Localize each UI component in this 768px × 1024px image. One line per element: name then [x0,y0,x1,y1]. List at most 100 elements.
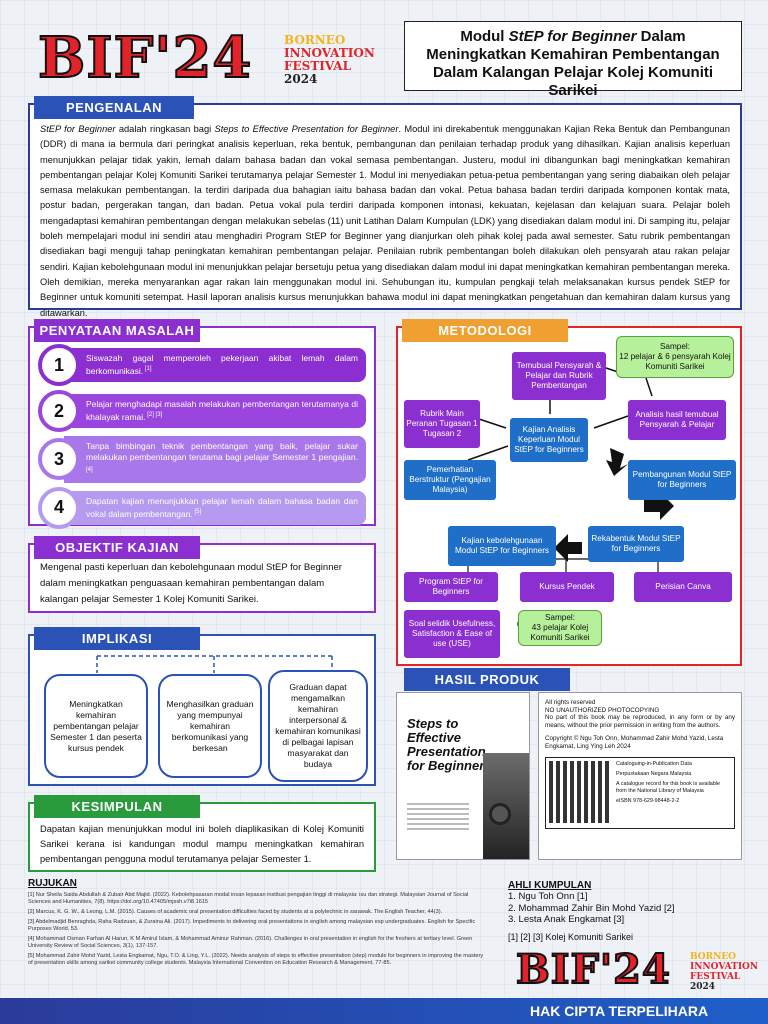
penyataan-item: 2 Pelajar menghadapi masalah melakukan pe… [38,390,366,432]
flow-analisis-hasil: Analisis hasil temubual Pensyarah & Pela… [628,400,726,440]
flow-sampel-2: Sampel: 43 pelajar Kolej Komuniti Sarike… [518,610,602,646]
implikasi-card-2: Menghasilkan graduan yang mempunyai kema… [158,674,262,778]
penyataan-number: 4 [38,486,80,529]
ahli-affil: [1] [2] [3] Kolej Komuniti Sarikei [508,931,634,942]
penyataan-ref: [4] [86,467,93,473]
logo-line3: FESTIVAL [284,59,352,73]
pengenalan-mid: adalah ringkasan bagi [115,124,215,134]
flow-temubual: Temubual Pensyarah & Pelajar dan Rubrik … [512,352,606,400]
implikasi-heading: IMPLIKASI [34,627,200,650]
kesimpulan-body: Dapatan kajian menunjukkan modul ini bol… [40,824,364,864]
penyataan-ref: [1] [143,366,152,373]
book-authors-placeholder [407,803,469,833]
penyataan-item: 1 Siswazah gagal memperoleh pekerjaan aki… [38,344,366,386]
poster-title: Modul StEP for Beginner Dalam Meningkatk… [404,21,742,99]
metodologi-heading: METODOLOGI [402,319,568,342]
copyright-text: Copyright © Ngu Toh Onn, Mohammad Zahir … [545,735,724,750]
flow-rekabentuk: Rekabentuk Modul StEP for Beginners [588,526,684,562]
member-item: 1. Ngu Toh Onn [1] [508,891,588,902]
cip-lib: Perpustakaan Negara Malaysia [616,770,692,777]
logo-festival-text: BORNEO INNOVATION FESTIVAL 2024 [284,34,375,86]
flow-pembangunan: Pembangunan Modul StEP for Beginners [628,460,736,500]
pengenalan-body: StEP for Beginner adalah ringkasan bagi … [30,105,740,321]
penyataan-text: Pelajar menghadapi masalah melakukan pem… [64,394,366,428]
reference-item: [5] Mohammad Zahir Mohd Yazid, Lesta Eng… [28,953,484,966]
penyataan-item: 3 Tanpa bimbingan teknik pembentangan yan… [38,436,366,483]
member-item: 3. Lesta Anak Engkamat [3] [508,914,625,925]
logo-year: '24 [153,25,253,91]
flow-soal-selidik: Soal selidik Usefulness, Satisfaction & … [404,610,500,658]
kesimpulan-heading: KESIMPULAN [34,795,200,818]
reference-item: [1] Nur Sheila Saida Abdullah & Zubair A… [28,892,469,905]
penyataan-text-body: Tanpa bimbingan teknik pembentangan yang… [86,441,358,462]
title-step: StEP for Beginner [508,28,637,45]
logo-bif: BIF [37,25,155,91]
penyataan-text: Tanpa bimbingan teknik pembentangan yang… [64,436,366,483]
logo-bottom-line2: INNOVATION [690,962,759,972]
member-item: 2. Mohammad Zahir Bin Mohd Yazid [2] [508,902,675,914]
title-prefix: Modul [460,28,509,45]
flow-kajian-analisis: Kajian Analisis Keperluan Modul StEP for… [510,418,588,462]
penyataan-text-body: Dapatan kajian menunjukkan pelajar lemah… [86,495,358,519]
bif-logo: BIF'24 [37,29,252,87]
cip-text: Cataloguing-in-Publication Data Perpusta… [611,761,731,825]
metodologi-section: METODOLOGI Sampel: 12 pelajar & 6 pensya… [396,319,742,666]
ahli-heading: AHLI KUMPULAN [508,880,592,891]
penyataan-ref: [2] [3] [145,412,163,419]
hasil-heading: HASIL PRODUK [404,668,570,691]
penyataan-text-body: Siswazah gagal memperoleh pekerjaan akib… [86,353,358,376]
cip-title: Cataloguing-in-Publication Data [616,760,692,767]
logo-bottom-bif: BIF [515,946,600,993]
rujukan-section: RUJUKAN [1] Nur Sheila Saida Abdullah & … [28,878,488,996]
objektif-heading: OBJEKTIF KAJIAN [34,536,200,559]
penyataan-number: 1 [38,344,80,386]
flow-kursus: Kursus Pendek [520,572,614,602]
penyataan-number: 2 [38,390,80,432]
microphone-icon [489,803,511,825]
penyataan-number: 3 [38,438,80,481]
pengenalan-rest: . Modul ini direkabentuk menggunakan Kaj… [40,124,730,318]
logo-bottom-year: '24 [599,946,671,993]
logo-bottom-text: BORNEO INNOVATION FESTIVAL 2024 [690,952,758,992]
flow-rubrik: Rubrik Main Peranan Tugasan 1 Tugasan 2 [404,400,480,448]
flow-program: Program StEP for Beginners [404,572,498,602]
pengenalan-italic: Steps to Effective Presentation for Begi… [214,124,399,134]
flow-kebolehgunaan: Kajian kebolehgunaan Modul StEP for Begi… [448,526,556,566]
cip-box: Cataloguing-in-Publication Data Perpusta… [545,756,735,829]
penyataan-text: Siswazah gagal memperoleh pekerjaan akib… [64,348,366,382]
flow-sampel-1: Sampel: 12 pelajar & 6 pensyarah Kolej K… [616,336,734,378]
reference-item: [3] Abdelmadjid Benraghda, Raha Radzuan,… [28,919,476,932]
logo-line4: 2024 [284,72,318,86]
penyataan-list: 1 Siswazah gagal memperoleh pekerjaan aki… [30,328,374,529]
implikasi-card-1: Meningkatkan kemahiran pembentangan pela… [44,674,148,778]
reference-item: [4] Mohammad Osman Farhan Al Harun, K M … [28,936,473,949]
penyataan-section: PENYATAAN MASALAH 1 Siswazah gagal memper… [28,319,376,529]
cip-record: A catalogue record for this book is avai… [616,780,720,794]
copyright-page: All rights reserved NO UNAUTHORIZED PHOT… [538,692,742,860]
pengenalan-section: PENGENALAN StEP for Beginner adalah ring… [28,96,742,318]
rujukan-list: [1] Nur Sheila Saida Abdullah & Zubair A… [28,892,488,967]
footer-bar [0,998,768,1024]
title-rest: Dalam Meningkatkan Kemahiran Pembentanga… [426,28,720,99]
ahli-section: AHLI KUMPULAN 1. Ngu Toh Onn [1]2. Moham… [508,880,742,942]
pengenalan-step: StEP for Beginner [40,124,116,134]
pengenalan-heading: PENGENALAN [34,96,194,119]
isbn: eISBN 978-629-98448-2-2 [616,797,680,804]
implikasi-section: IMPLIKASI Meningkatkan kemahiran pembent… [28,627,376,786]
bif-logo-bottom: BIF'24 [515,949,671,991]
qr-code-icon [549,760,611,823]
ahli-list: 1. Ngu Toh Onn [1]2. Mohammad Zahir Bin … [508,891,742,926]
penyataan-heading: PENYATAAN MASALAH [34,319,200,342]
rujukan-heading: RUJUKAN [28,878,77,889]
kesimpulan-section: KESIMPULAN Dapatan kajian menunjukkan mo… [28,795,376,872]
footer-text: HAK CIPTA TERPELIHARA [530,1003,709,1019]
logo-bottom-line1: BORNEO [690,952,737,962]
penyataan-text-body: Pelajar menghadapi masalah melakukan pem… [86,399,358,422]
logo-line1: BORNEO [284,33,346,47]
logo-bottom-line4: 2024 [690,982,716,992]
book-cover: Steps to Effective Presentation for Begi… [396,692,530,860]
objektif-section: OBJEKTIF KAJIAN Mengenal pasti keperluan… [28,536,376,613]
implikasi-card-3: Graduan dapat mengamalkan kemahiran inte… [268,670,368,782]
rights-text: All rights reserved NO UNAUTHORIZED PHOT… [545,699,735,729]
